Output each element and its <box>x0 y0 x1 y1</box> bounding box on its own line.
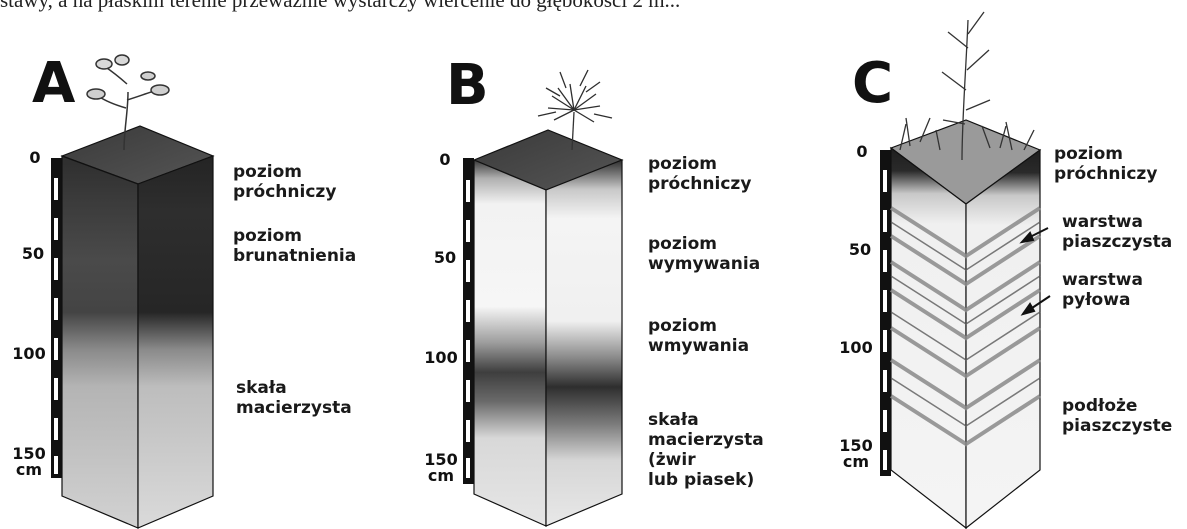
horizon-label: poziom próchniczy <box>233 162 336 202</box>
depth-tick-100: 100 <box>839 340 873 356</box>
profile-c <box>880 12 1050 528</box>
depth-tick-50: 50 <box>16 246 50 262</box>
horizon-label: poziom próchniczy <box>1054 144 1157 184</box>
depth-scale-bar <box>51 158 62 478</box>
depth-tick-100: 100 <box>12 346 46 362</box>
horizon-label: poziom brunatnienia <box>233 226 356 266</box>
horizon-label: skała macierzysta <box>236 378 352 418</box>
horizon-label: skała macierzysta (żwir lub piasek) <box>648 410 764 490</box>
depth-scale-bar <box>880 150 891 476</box>
horizon-label: poziom wymywania <box>648 234 760 274</box>
horizon-label: warstwa piaszczysta <box>1062 212 1172 252</box>
profile-a-letter: A <box>32 56 75 112</box>
horizon-label: poziom próchniczy <box>648 154 751 194</box>
depth-scale-bar <box>463 158 474 484</box>
depth-tick-50: 50 <box>428 250 462 266</box>
profile-b <box>463 70 622 526</box>
depth-tick-0: 0 <box>845 144 879 160</box>
depth-unit: cm <box>12 462 46 478</box>
profile-b-letter: B <box>446 58 489 114</box>
profile-c-letter: C <box>852 56 893 112</box>
depth-tick-0: 0 <box>428 152 462 168</box>
horizon-label: poziom wmywania <box>648 316 749 356</box>
horizon-label: podłoże piaszczyste <box>1062 396 1172 436</box>
depth-unit: cm <box>839 454 873 470</box>
depth-tick-0: 0 <box>18 150 52 166</box>
depth-unit: cm <box>424 468 458 484</box>
depth-tick-50: 50 <box>843 242 877 258</box>
depth-tick-100: 100 <box>424 350 458 366</box>
horizon-label: warstwa pyłowa <box>1062 270 1143 310</box>
profile-a <box>51 55 213 528</box>
